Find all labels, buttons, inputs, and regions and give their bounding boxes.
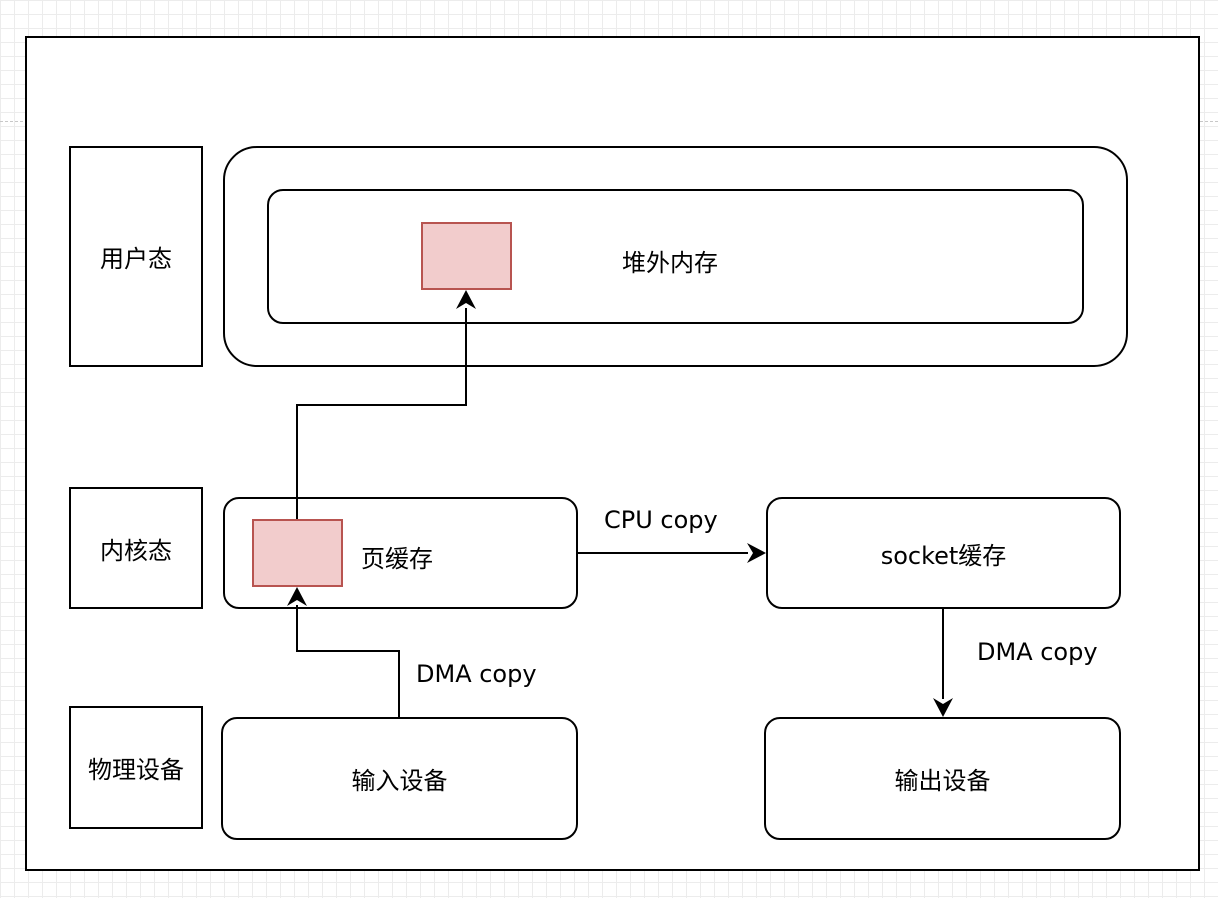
layer-user-space-label: 用户态 [100, 245, 172, 273]
layer-physical-device[interactable]: 物理设备 [69, 706, 203, 829]
dma-copy-out-label: DMA copy [977, 638, 1098, 666]
offheap-memory-box[interactable]: 堆外内存 [267, 189, 1084, 324]
input-device-label: 输入设备 [351, 767, 448, 795]
output-device-box[interactable]: 输出设备 [764, 717, 1121, 840]
input-device-box[interactable]: 输入设备 [221, 717, 578, 840]
offheap-buffer[interactable] [421, 222, 512, 290]
layer-kernel-space[interactable]: 内核态 [69, 487, 203, 609]
dma-copy-in-label: DMA copy [416, 660, 537, 688]
cpu-copy-label: CPU copy [604, 506, 718, 534]
layer-user-space[interactable]: 用户态 [69, 146, 203, 367]
layer-physical-device-label: 物理设备 [88, 756, 184, 784]
offheap-memory-label: 堆外内存 [622, 249, 718, 277]
socket-cache-box[interactable]: socket缓存 [766, 497, 1121, 609]
socket-cache-label: socket缓存 [880, 541, 1007, 570]
page-cache-label: 页缓存 [361, 545, 433, 573]
output-device-label: 输出设备 [894, 767, 991, 795]
layer-kernel-space-label: 内核态 [100, 536, 172, 565]
page-cache-buffer[interactable] [252, 519, 343, 587]
